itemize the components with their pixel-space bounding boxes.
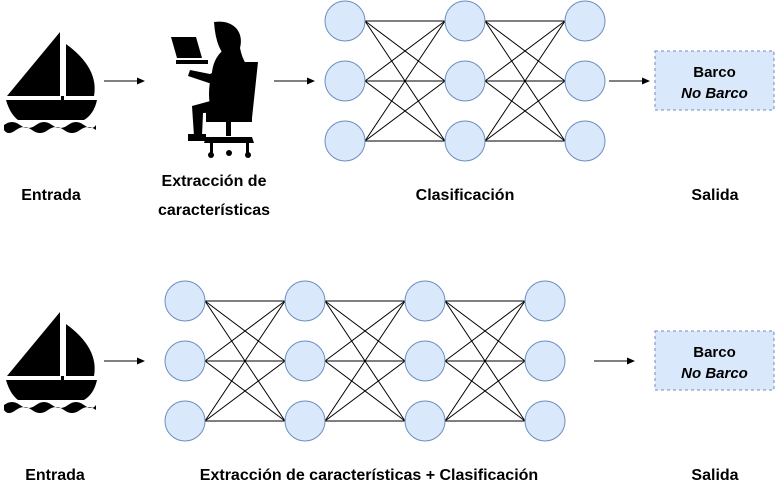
connection-line — [364, 20, 446, 142]
neuron-node — [524, 280, 566, 322]
connection-line — [444, 300, 526, 422]
connection-line — [484, 20, 566, 82]
connection-line — [484, 80, 566, 142]
neuron-node — [564, 0, 606, 42]
connection-line — [324, 300, 406, 422]
connection-line — [364, 80, 446, 142]
connection-line — [444, 300, 526, 362]
person-at-laptop-icon — [171, 21, 258, 158]
row1-traditional-pipeline: Barco No Barco Entrada Extracción de car… — [4, 0, 775, 219]
neuron-node — [284, 400, 326, 442]
input-label: Entrada — [21, 187, 81, 204]
neuron-node — [324, 0, 366, 42]
connection-line — [484, 20, 566, 142]
output-class-1: Barco — [693, 64, 736, 81]
neuron-node — [444, 0, 486, 42]
sailboat-icon — [4, 312, 97, 413]
sailboat-icon — [4, 32, 97, 133]
neuron-node — [524, 400, 566, 442]
output-class-1: Barco — [693, 344, 736, 361]
feature-extraction-label-line2: características — [158, 202, 270, 219]
connection-line — [324, 300, 406, 362]
neuron-node — [444, 60, 486, 102]
classifier-network — [324, 0, 606, 162]
neuron-node — [564, 120, 606, 162]
neuron-node — [324, 60, 366, 102]
output-box: Barco No Barco — [654, 330, 775, 391]
neuron-node — [404, 340, 446, 382]
connections — [204, 300, 526, 422]
neuron-node — [284, 280, 326, 322]
output-class-2: No Barco — [681, 85, 748, 102]
neuron-node — [564, 60, 606, 102]
neuron-node — [164, 400, 206, 442]
output-box-frame — [654, 330, 775, 391]
neuron-node — [524, 340, 566, 382]
connection-line — [324, 360, 406, 422]
input-label: Entrada — [25, 467, 85, 484]
neuron-node — [164, 280, 206, 322]
output-box: Barco No Barco — [654, 50, 775, 111]
connection-line — [204, 360, 286, 422]
connections — [364, 20, 566, 142]
output-box-frame — [654, 50, 775, 111]
output-label: Salida — [691, 187, 738, 204]
connection-line — [364, 20, 446, 82]
neuron-node — [444, 120, 486, 162]
row2-end-to-end-pipeline: Barco No Barco Entrada Extracción de car… — [4, 280, 775, 484]
connection-line — [204, 300, 286, 362]
end-to-end-network-label: Extracción de características + Clasific… — [200, 467, 538, 484]
output-label: Salida — [691, 467, 738, 484]
connection-line — [204, 300, 286, 422]
output-class-2: No Barco — [681, 365, 748, 382]
neuron-node — [164, 340, 206, 382]
neuron-node — [404, 400, 446, 442]
neuron-node — [284, 340, 326, 382]
classification-label: Clasificación — [416, 187, 515, 204]
connection-line — [444, 360, 526, 422]
neuron-node — [324, 120, 366, 162]
neuron-node — [404, 280, 446, 322]
deep-network — [164, 280, 566, 442]
feature-extraction-label-line1: Extracción de — [162, 173, 267, 190]
